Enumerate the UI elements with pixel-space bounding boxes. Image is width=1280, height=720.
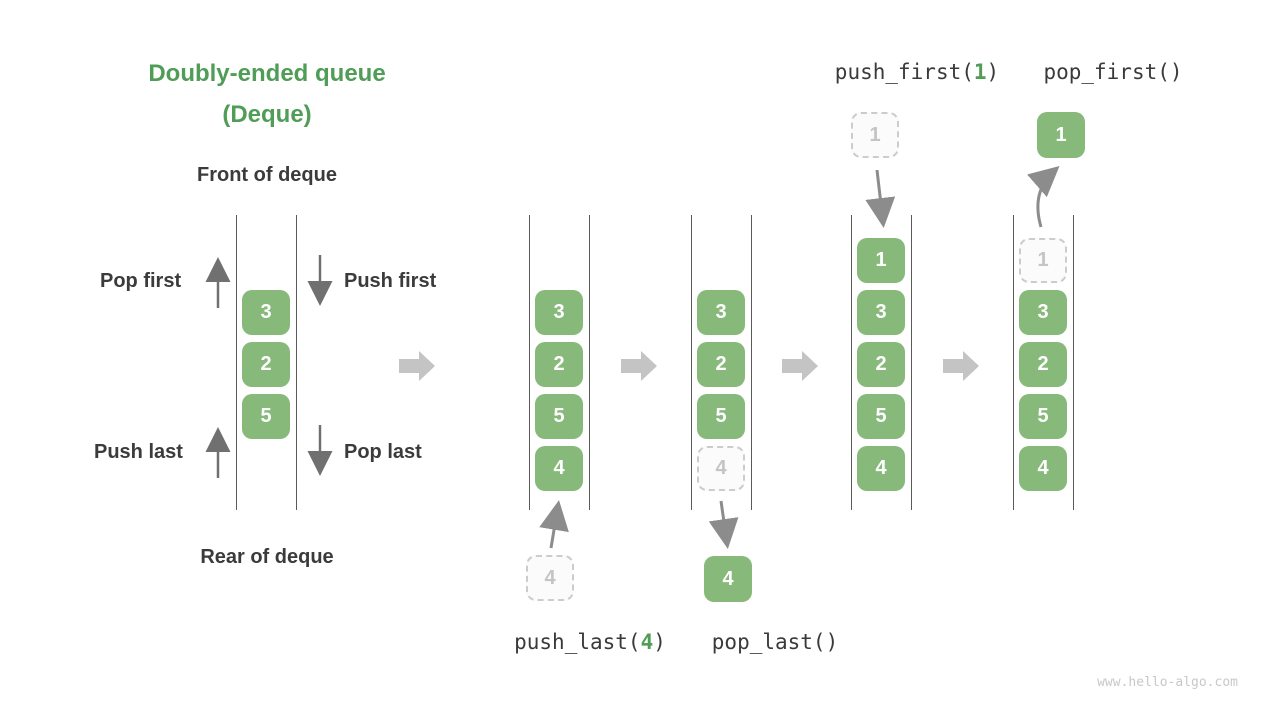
pop-last-op-label: Pop last	[344, 441, 422, 463]
front-of-deque-label: Front of deque	[197, 164, 337, 186]
deque-column-after-push-first: 1 3 2 5 4	[851, 215, 912, 510]
deque-cell-4: 4	[1019, 446, 1067, 491]
push-first-code-label: push_first(1)	[817, 60, 1017, 84]
push-last-op-label: Push last	[94, 441, 183, 463]
pop-first-op-label: Pop first	[100, 270, 182, 292]
deque-cell-2: 2	[857, 342, 905, 387]
deque-cell-5: 5	[242, 394, 290, 439]
deque-cell-3: 3	[242, 290, 290, 335]
code-arg: 4	[640, 630, 654, 654]
watermark: www.hello-algo.com	[1097, 675, 1238, 690]
code-arg: 1	[973, 60, 987, 84]
pop-first-outgoing-cell: 1	[1037, 112, 1085, 158]
deque-column-after-pop-first: 1 3 2 5 4	[1013, 215, 1074, 510]
deque-cell-1: 1	[857, 238, 905, 283]
step-arrow-1	[399, 351, 435, 381]
deque-cell-4: 4	[857, 446, 905, 491]
deque-cell-2: 2	[535, 342, 583, 387]
title-line-2: (Deque)	[222, 101, 312, 128]
deque-cell-4: 4	[535, 446, 583, 491]
code-text: push_first(	[834, 60, 974, 84]
title-line-1: Doubly-ended queue	[148, 60, 386, 87]
pop-first-code-label: pop_first()	[1043, 60, 1183, 84]
code-text: )	[653, 630, 666, 654]
rear-of-deque-label: Rear of deque	[200, 546, 334, 568]
step-arrow-2	[621, 351, 657, 381]
deque-cell-3: 3	[697, 290, 745, 335]
deque-column-after-push-last: 3 2 5 4	[529, 215, 590, 510]
push-first-incoming-cell: 1	[851, 112, 899, 158]
push-last-incoming-cell: 4	[526, 555, 574, 601]
pop-last-outgoing-cell: 4	[704, 556, 752, 602]
code-text: )	[986, 60, 1000, 84]
push-last-code-label: push_last(4)	[490, 630, 690, 654]
deque-cell-3: 3	[857, 290, 905, 335]
deque-cell-5: 5	[535, 394, 583, 439]
deque-cell-5: 5	[857, 394, 905, 439]
code-text: push_last(	[514, 630, 641, 654]
step-arrow-3	[782, 351, 818, 381]
deque-cell-5: 5	[1019, 394, 1067, 439]
deque-cell-1: 1	[1019, 238, 1067, 283]
deque-cell-2: 2	[697, 342, 745, 387]
deque-cell-5: 5	[697, 394, 745, 439]
deque-column-after-pop-last: 3 2 5 4	[691, 215, 752, 510]
deque-cell-2: 2	[1019, 342, 1067, 387]
push-last-transfer-arrow	[539, 500, 569, 549]
push-first-op-label: Push first	[344, 270, 437, 292]
deque-cell-3: 3	[1019, 290, 1067, 335]
step-arrow-4	[943, 351, 979, 381]
deque-cell-4: 4	[697, 446, 745, 491]
deque-cell-2: 2	[242, 342, 290, 387]
pop-last-code-label: pop_last()	[711, 630, 839, 654]
deque-column-overview: 3 2 5	[236, 215, 297, 510]
deque-cell-3: 3	[535, 290, 583, 335]
diagram-title: Doubly-ended queue (Deque)	[67, 53, 467, 135]
